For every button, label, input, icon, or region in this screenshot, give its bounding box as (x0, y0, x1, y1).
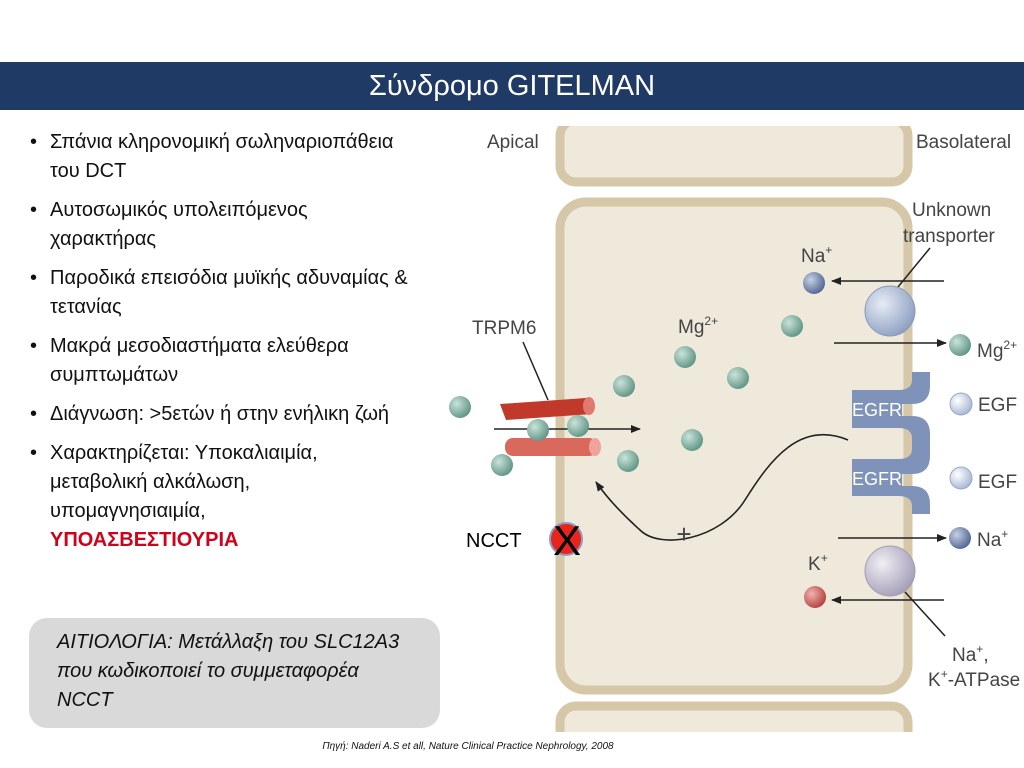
basolateral-label: Basolateral (916, 132, 1011, 153)
source-citation: Πηγή: Naderi A.S et all, Nature Clinical… (322, 741, 614, 752)
egf-label: EGF (978, 395, 1017, 416)
mg-ion (681, 429, 703, 451)
stimulation-arrow (595, 434, 849, 541)
egf-ligand (949, 466, 973, 490)
egf-ligand (949, 392, 973, 416)
pointer-line (904, 591, 946, 637)
pointer-line (522, 341, 549, 401)
mg-ion (449, 396, 471, 418)
bullet-item: Χαρακτηρίζεται: Υποκαλιαιμία, μεταβολική… (28, 439, 408, 555)
mg-ion (613, 375, 635, 397)
na-label: Na+ (977, 527, 1008, 551)
bullet-item: Παροδικά επεισόδια μυϊκής αδυναμίας & τε… (28, 264, 408, 322)
egf-label: EGF (978, 472, 1017, 493)
bullet-item: Μακρά μεσοδιαστήματα ελεύθερα συμπτωμάτω… (28, 332, 408, 390)
mg-ion (617, 450, 639, 472)
mg-ion (567, 415, 589, 437)
etiology-box: ΑΙΤΙΟΛΟΓΙΑ: Μετάλλαξη του SLC12A3 που κω… (29, 618, 440, 728)
mg-ion (949, 334, 971, 356)
na-ion (949, 527, 971, 549)
ncct-label: NCCT (466, 530, 522, 552)
egfr-receptor (852, 372, 930, 448)
unknown-transporter-label: Unknown (912, 200, 991, 221)
trpm6-channel (500, 398, 592, 420)
egfr-label: EGFR (852, 469, 902, 489)
mg-label: Mg2+ (977, 338, 1017, 362)
trpm6-label: TRPM6 (472, 318, 536, 339)
mg-ion (781, 315, 803, 337)
bullet-item: Σπάνια κληρονομική σωληναριοπάθεια του D… (28, 128, 408, 186)
bullet-item: Αυτοσωμικός υπολειπόμενος χαρακτήρας (28, 196, 408, 254)
trpm6-channel (589, 438, 601, 456)
egfr-label: EGFR (852, 400, 902, 420)
atpase-label: K+-ATPase (928, 667, 1020, 691)
na-k-atpase (864, 545, 916, 597)
upper-cell (555, 126, 913, 187)
plus-sign: + (676, 519, 691, 549)
unknown-transporter-label: transporter (903, 226, 996, 247)
mg-label: Mg2+ (678, 314, 718, 338)
slide-title: Σύνδρομο GITELMAN (0, 62, 1024, 110)
blocked-x-mark: X (553, 517, 581, 564)
mg-ion (527, 419, 549, 441)
transport-diagram: Apical Basolateral Unknown transporter T… (444, 126, 1024, 732)
trpm6-channel (583, 397, 595, 415)
unknown-transporter (864, 285, 916, 337)
ncct-transporter (549, 522, 583, 556)
egfr-receptor (852, 442, 930, 514)
na-label: Na+ (801, 243, 832, 267)
highlight-term: ΥΠΟΑΣΒΕΣΤΙΟΥΡΙΑ (50, 529, 239, 551)
dct-cell (555, 197, 913, 695)
na-ion (803, 272, 825, 294)
k-label: K+ (808, 551, 828, 575)
mg-ion (727, 367, 749, 389)
mg-ion (674, 346, 696, 368)
bullet-item: Διάγνωση: >5ετών ή στην ενήλικη ζωή (28, 400, 408, 429)
apical-label: Apical (487, 132, 539, 153)
lower-cell (555, 701, 913, 732)
k-ion (804, 586, 826, 608)
mg-ion (491, 454, 513, 476)
bullet-list: Σπάνια κληρονομική σωληναριοπάθεια του D… (28, 128, 408, 565)
trpm6-channel (505, 438, 597, 456)
atpase-label: Na+, (952, 642, 989, 666)
